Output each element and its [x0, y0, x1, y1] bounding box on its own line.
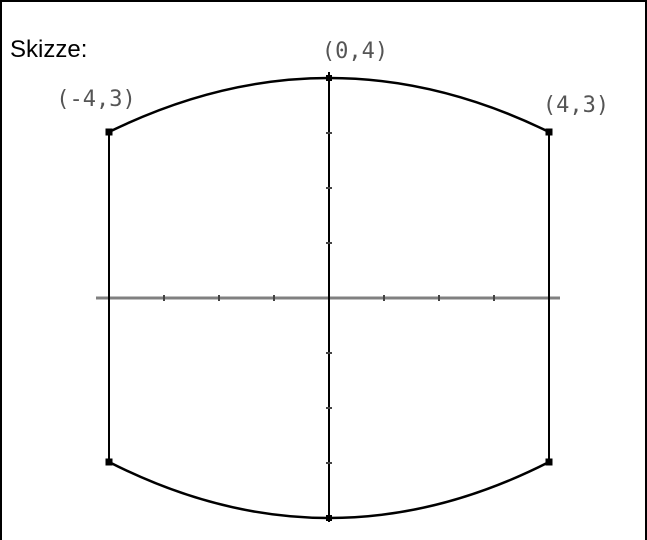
point-label: (-4,3)	[56, 87, 135, 112]
point-label: (0,4)	[322, 39, 388, 64]
bottom-peak-marker	[326, 515, 332, 521]
corner-point-marker	[545, 128, 553, 136]
corner-point-marker	[545, 458, 553, 466]
point-label: (4,3)	[543, 93, 609, 118]
sketch-heading: Skizze:	[10, 36, 88, 63]
corner-point-marker	[105, 128, 113, 136]
top-peak-marker	[326, 75, 332, 81]
corner-point-marker	[105, 458, 113, 466]
